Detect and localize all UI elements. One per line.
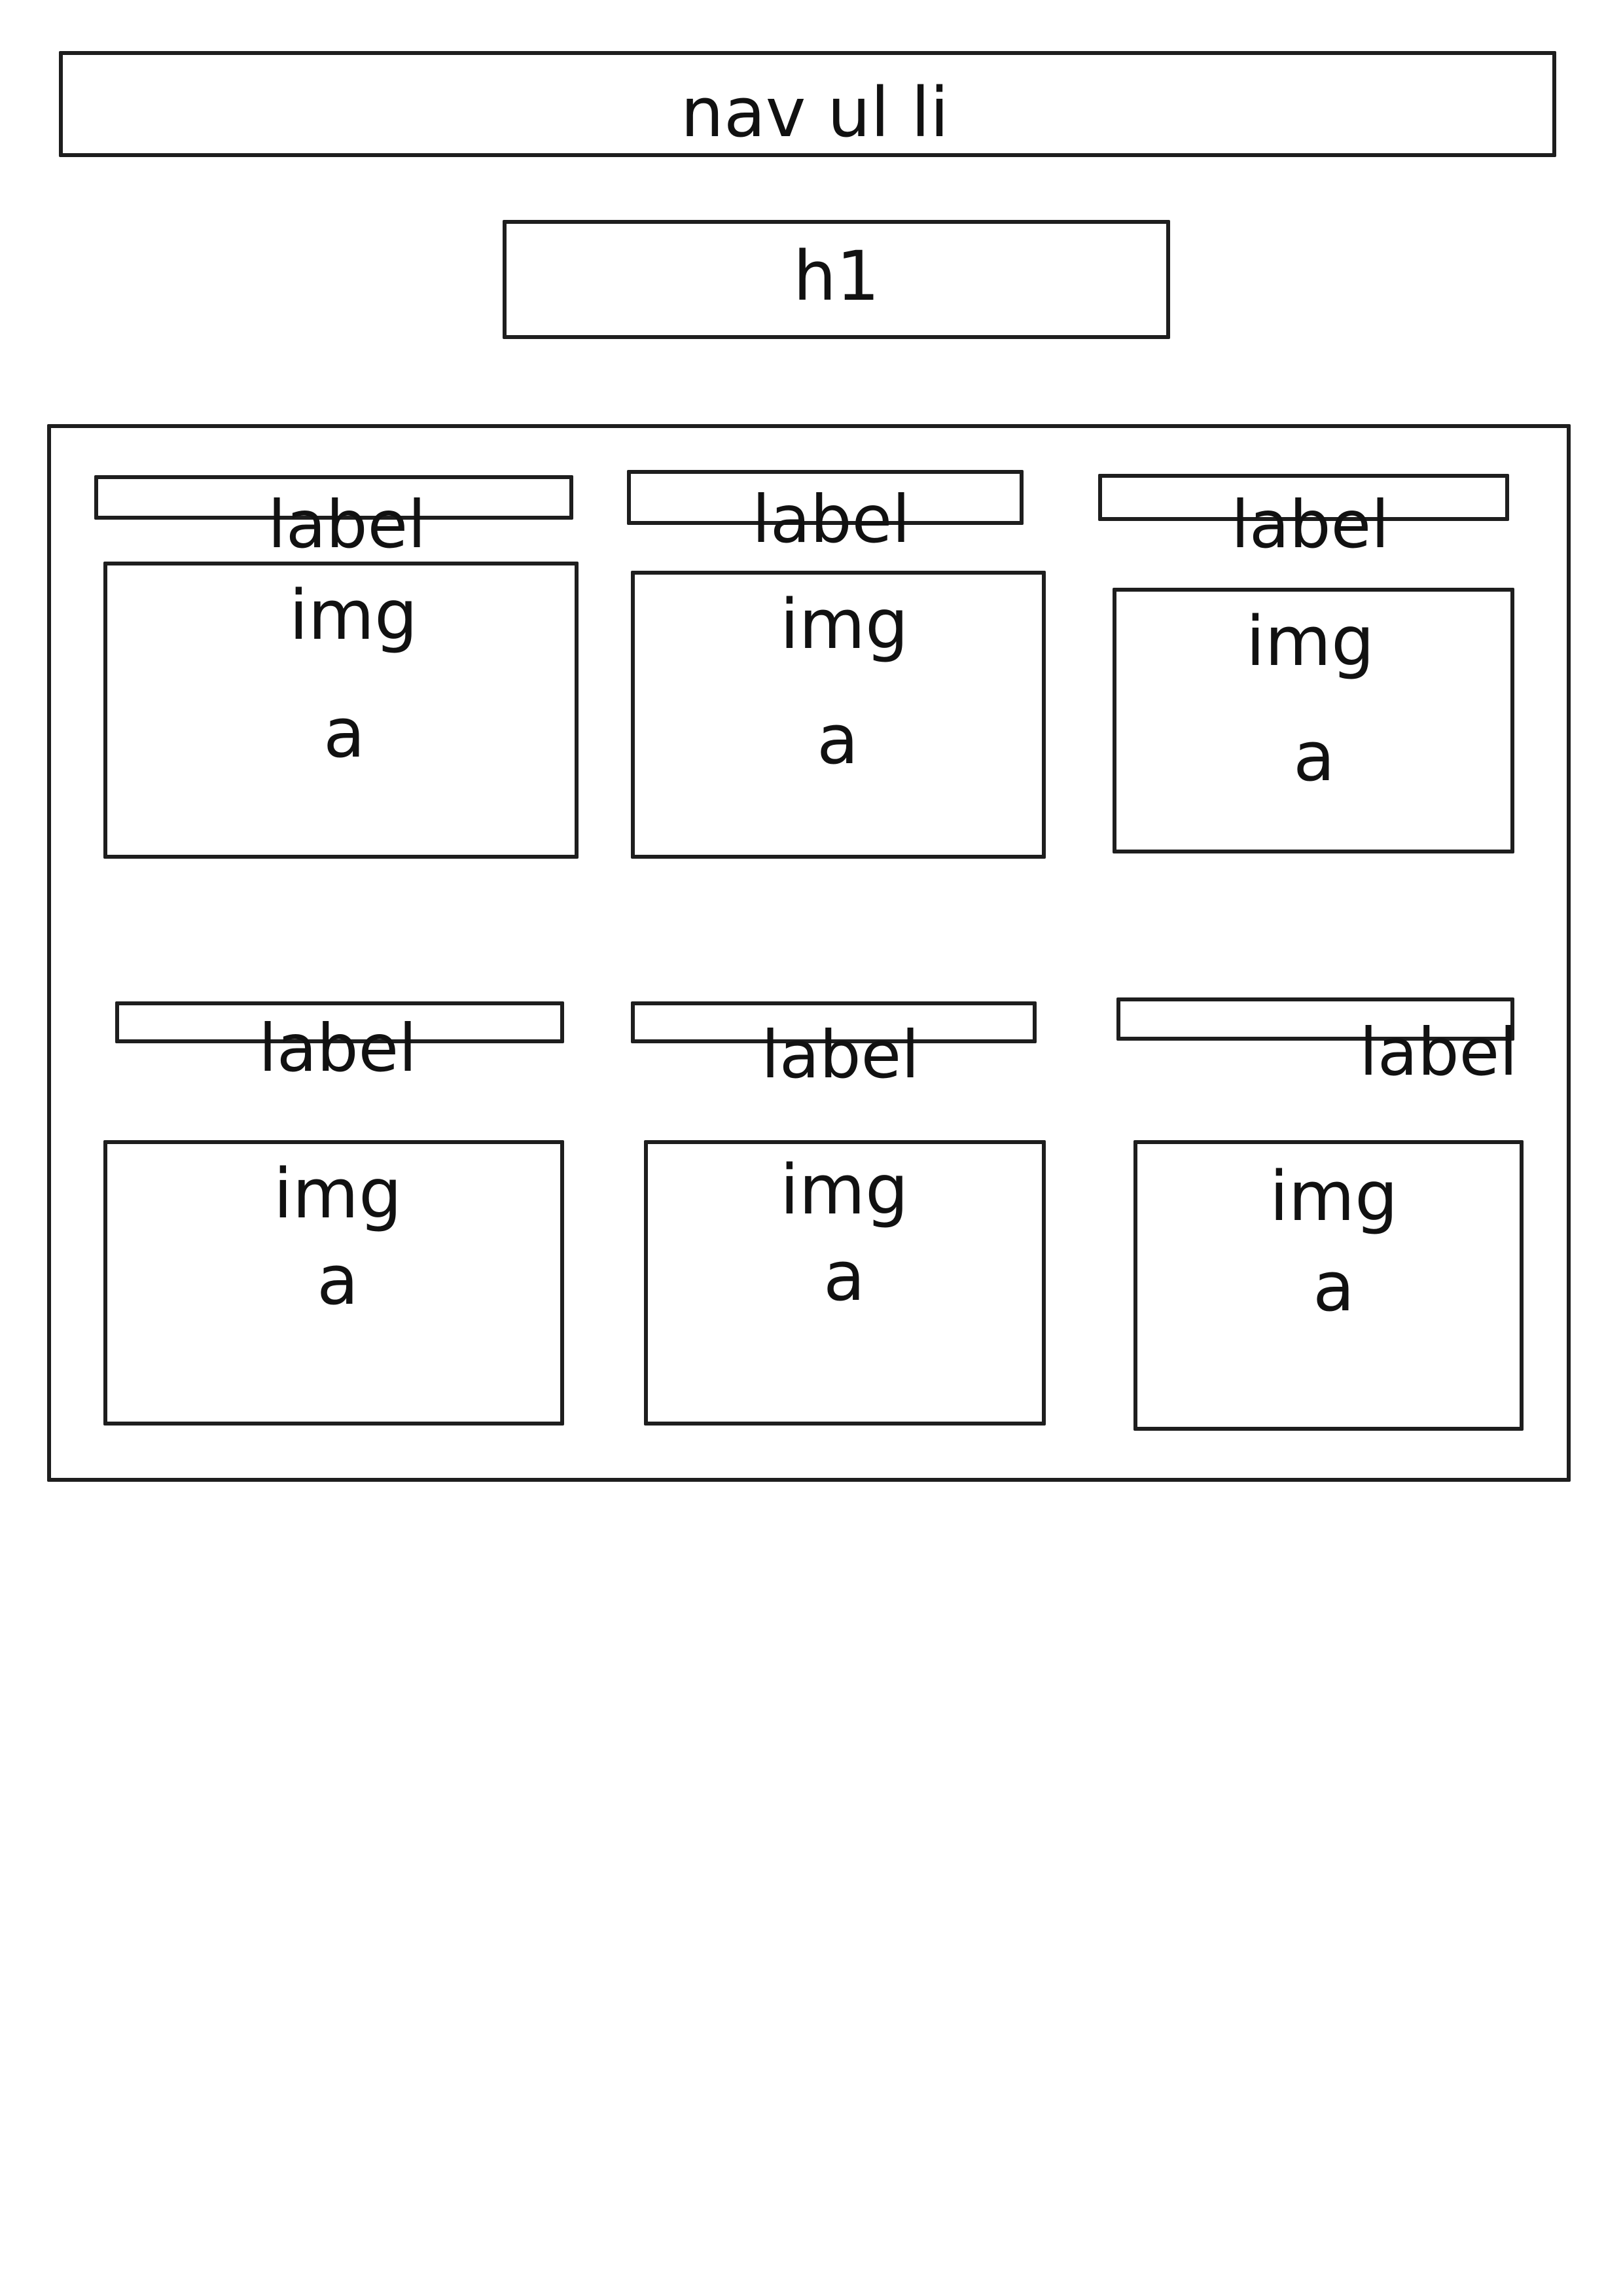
card-label-box [115, 1001, 564, 1043]
card-label-box [631, 1001, 1037, 1043]
card-label: label [1359, 1014, 1518, 1090]
main-container [47, 424, 1571, 1482]
card-label: label [268, 486, 426, 563]
card-image-label: img [273, 1154, 402, 1234]
card-label-box [1116, 997, 1514, 1041]
card-label-box [627, 470, 1024, 525]
card-link[interactable]: a [817, 700, 859, 780]
card-link[interactable]: a [323, 693, 365, 773]
card-image-label: img [779, 1150, 909, 1230]
card-link[interactable]: a [317, 1240, 359, 1320]
nav-box[interactable] [59, 51, 1556, 157]
card-label: label [259, 1010, 417, 1086]
page-title: h1 [793, 236, 880, 316]
nav-label: nav ul li [681, 73, 949, 152]
card-link[interactable]: a [1293, 717, 1335, 797]
card-link[interactable]: a [1313, 1247, 1355, 1327]
card-image-label: img [779, 584, 909, 664]
card-label: label [1231, 486, 1389, 563]
card-label-box [1098, 474, 1509, 521]
card-image-box[interactable] [1133, 1140, 1524, 1431]
heading-box [503, 220, 1170, 339]
card-image-box[interactable] [103, 1140, 564, 1426]
card-link[interactable]: a [823, 1236, 865, 1316]
card-image-box[interactable] [631, 571, 1046, 859]
card-image-box[interactable] [103, 562, 579, 859]
card-label-box [94, 475, 573, 520]
card-label: label [761, 1016, 919, 1093]
card-image-label: img [289, 575, 418, 655]
card-image-box[interactable] [1113, 588, 1514, 853]
card-label: label [752, 481, 910, 558]
card-image-label: img [1269, 1157, 1399, 1236]
card-image-label: img [1245, 601, 1375, 681]
card-image-box[interactable] [644, 1140, 1046, 1426]
